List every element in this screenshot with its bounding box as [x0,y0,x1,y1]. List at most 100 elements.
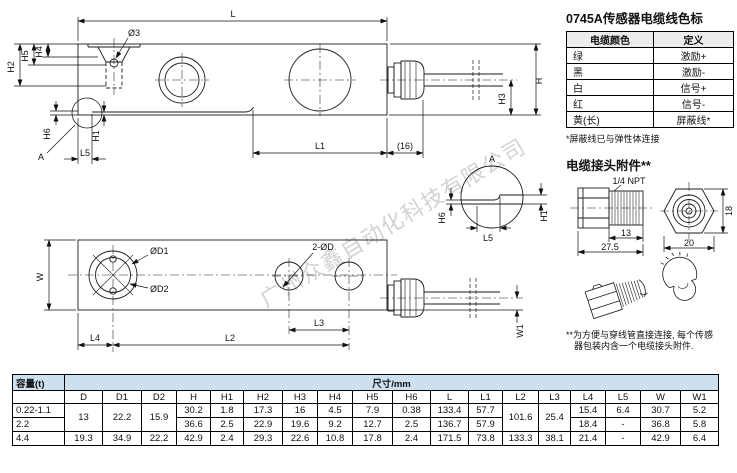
connector-footnote: **为方便与穿线管直接连接, 每个传感 器包装内含一个电缆接头附件. [566,330,736,352]
cell-L: 133.4 [430,403,469,418]
technical-drawing: 广州众鑫自动化科技有限公司 [6,9,549,352]
cell-L1: 57.9 [468,417,503,432]
cell-L: 171.5 [430,431,469,446]
dim-H5: H5 [20,50,30,62]
col-D2: D2 [141,390,177,404]
cell-H1: 2.5 [210,417,244,432]
cell-H6: 2.4 [392,431,431,446]
cell-H2: 22.9 [243,417,283,432]
cell-H3: 19.6 [282,417,318,432]
dimension-table: 容量(t) 尺寸/mm D D1 D2 H H1 H2 H3 H4 H5 H6 … [12,374,719,446]
cell-D2: 15.9 [141,403,177,432]
table-row-capacity-3: 4.4 19.3 34.9 22.2 42.9 2.4 29.3 22.6 10… [12,431,719,446]
connector-drawing: 1/4 NPT 13 27.5 20 18 [570,176,734,320]
cell-H5: 7.9 [352,403,393,418]
cell-L1: 73.8 [468,431,503,446]
dim-H: H [534,78,544,85]
table-row: 白 信号+ [566,79,734,96]
cell-L3: 25.4 [538,403,571,432]
dimension-table-section: 容量(t) 尺寸/mm D D1 D2 H H1 H2 H3 H4 H5 H6 … [12,374,719,446]
cell-L5: - [605,431,641,446]
detail-H1: H1 [539,210,549,222]
table-row: 黄(长) 屏蔽线* [566,111,734,128]
dim-20: 20 [684,238,694,248]
dim-W: W [35,272,45,281]
table-row-capacity-1: 0.22-1.1 13 22.2 15.9 30.2 1.8 17.3 16 4… [12,403,719,432]
dim-H2: H2 [6,61,16,73]
col-D: D [64,390,103,404]
cell-W1: 5.8 [680,417,719,432]
wire-color: 黄(长) [566,111,654,128]
cell-L3: 38.1 [538,431,571,446]
col-H2: H2 [243,390,283,404]
cell-L4: 15.4 [570,403,606,418]
dim-H3: H3 [497,93,507,105]
col-L5: L5 [605,390,641,404]
cell-H2: 29.3 [243,431,283,446]
col-L: L [430,390,469,404]
cell-H: 36.6 [176,417,211,432]
bottom-view [68,239,523,352]
dim-dia3: Ø3 [128,28,140,38]
cell-H4: 9.2 [317,417,353,432]
col-H6: H6 [392,390,431,404]
cell-H4: 4.5 [317,403,353,418]
dim-H1: H1 [91,130,101,142]
cable-color-table: 电缆颜色 定义 绿 激励+ 黑 激励- 白 信号+ 红 [566,31,734,128]
cell-W1: 5.2 [680,403,719,418]
dim-L5: L5 [80,148,90,158]
detail-H6: H6 [437,212,447,224]
cell-D1: 22.2 [102,403,142,432]
col-L1: L1 [468,390,503,404]
cell-L1: 57.7 [468,403,503,418]
wire-definition: 激励+ [653,47,734,64]
detail-title-A: A [489,154,495,164]
connector-footnote-line1: **为方便与穿线管直接连接, 每个传感 [566,330,714,340]
cell-L5: 6.4 [605,403,641,418]
col-L3: L3 [538,390,571,404]
col-W: W [640,390,681,404]
cell-H1: 1.8 [210,403,244,418]
dim-H4: H4 [34,46,44,58]
load-cell-drawing: 广州众鑫自动化科技有限公司 [6,9,549,352]
dim-13: 13 [621,228,631,238]
dim-H6: H6 [42,128,52,140]
table-header-row: 容量(t) 尺寸/mm [12,374,719,391]
dim-L2: L2 [225,333,235,343]
cell-H3: 22.6 [282,431,318,446]
col-L4: L4 [570,390,606,404]
table-subheader-row: D D1 D2 H H1 H2 H3 H4 H5 H6 L L1 L2 L3 L… [12,390,719,404]
cell-H2: 17.3 [243,403,283,418]
cell-D: 19.3 [64,431,103,446]
cell-W: 30.7 [640,403,681,418]
cell-H6: 0.38 [392,403,431,418]
bottom-view-dimensions [44,239,523,350]
dim-L: L [230,9,235,19]
cell-W: 36.8 [640,417,681,432]
wire-color: 白 [566,79,654,96]
detail-ref-A: A [38,152,44,162]
col-header-color: 电缆颜色 [566,31,654,48]
bottom-view-labels: W L4 L2 L3 ØD1 ØD2 2-ØD W1 [35,242,525,343]
dim-27-5: 27.5 [601,242,619,252]
wire-color: 绿 [566,47,654,64]
detail-view-a [460,165,524,229]
col-W1: W1 [680,390,719,404]
shield-footnote: *屏蔽线已与弹性体连接 [566,134,660,144]
cell-D: 13 [64,403,103,432]
side-view-labels: L L1 (16) Ø3 H H3 H2 H5 H4 H6 H1 L5 A [6,9,544,162]
dim-18: 18 [724,206,734,216]
dim-dD2: ØD2 [150,284,169,294]
cell-H5: 12.7 [352,417,393,432]
capacity-value: 0.22-1.1 [12,403,65,418]
dim-2xD: 2-ØD [312,242,334,252]
right-panel: 0745A传感器电缆线色标 电缆颜色 定义 绿 激励+ 黑 激励- 白 [566,8,736,352]
cell-D2: 22.2 [141,431,177,446]
col-header-definition: 定义 [653,31,734,48]
cell-L: 136.7 [430,417,469,432]
col-H: H [176,390,211,404]
cell-L4: 18.4 [570,417,606,432]
cable-color-title: 0745A传感器电缆线色标 [566,12,703,26]
detail-view-dimensions [446,183,547,232]
